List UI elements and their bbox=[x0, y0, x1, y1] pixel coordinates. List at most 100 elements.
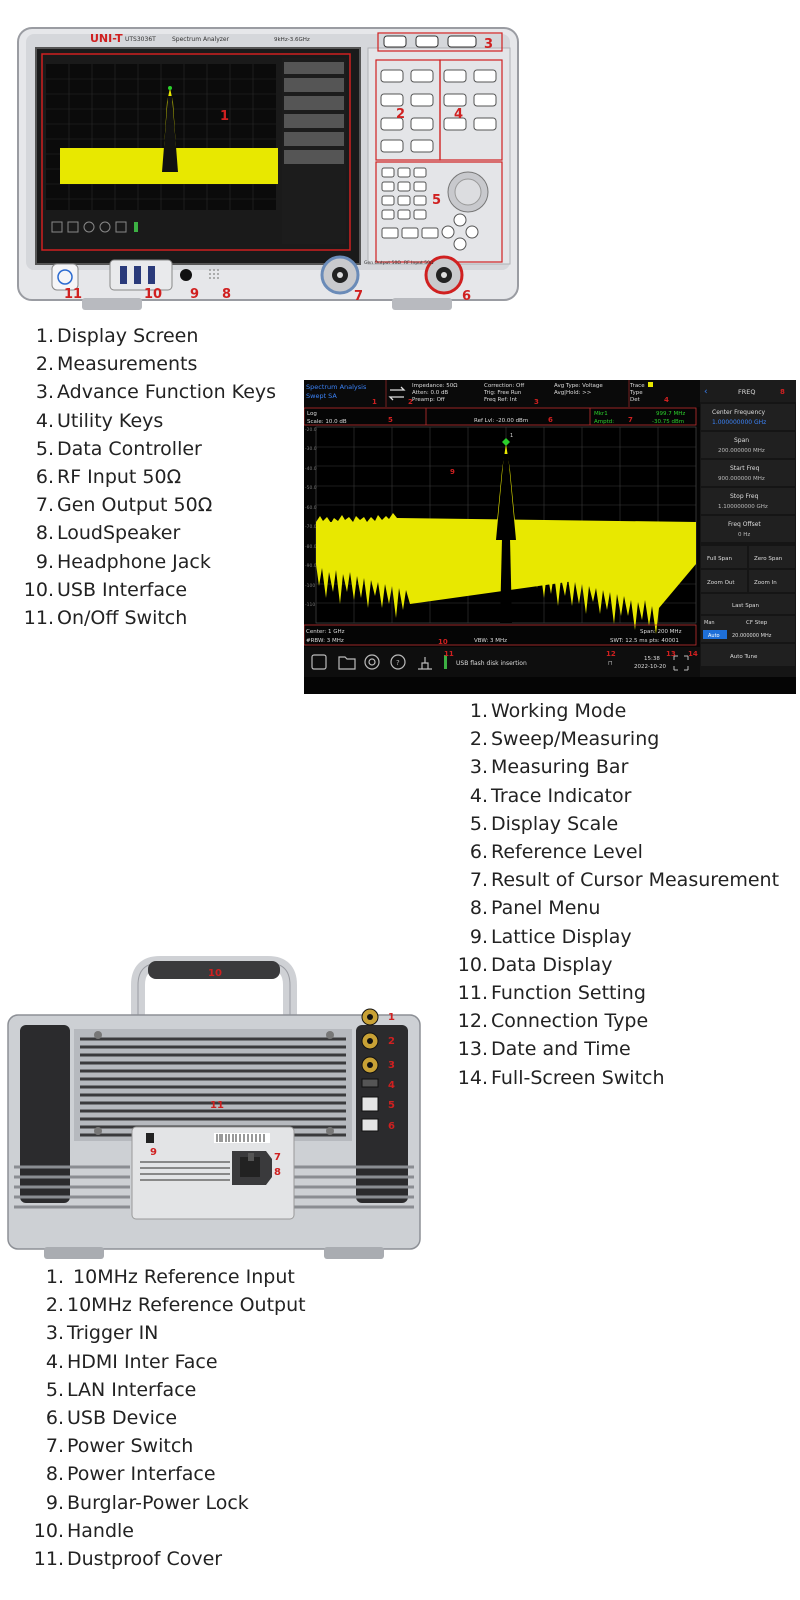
rf-input-label: RF Input 50Ω bbox=[404, 260, 434, 266]
zoom-out-button[interactable]: Zoom Out bbox=[707, 580, 735, 586]
rear-callouts: 1 2 3 4 5 6 7 8 9 10 11 bbox=[150, 968, 395, 1178]
auto-tune-label: Auto Tune bbox=[730, 654, 758, 660]
menu-item[interactable]: Stop Freq 1.100000000 GHz bbox=[701, 488, 795, 514]
avg-info: Avg|Hold: >> bbox=[554, 390, 592, 396]
legend-label: Connection Type bbox=[491, 1010, 649, 1033]
legend-label: Utility Keys bbox=[57, 409, 164, 432]
legend-label: Date and Time bbox=[491, 1038, 631, 1061]
front-callouts: 1 2 3 4 5 6 7 8 9 10 11 bbox=[64, 37, 493, 304]
front-callout: 7 bbox=[354, 289, 363, 304]
legend-number: 7. bbox=[35, 494, 54, 517]
legend-item: 2.10MHz Reference Output bbox=[20, 1291, 306, 1319]
legend-item: 11.On/Off Switch bbox=[16, 604, 276, 632]
gen-output-label: Gen Output 50Ω bbox=[364, 260, 401, 266]
menu-pair[interactable]: Zoom Out Zoom In bbox=[701, 570, 795, 592]
menu-item[interactable]: Center Frequency 1.000000000 GHz bbox=[701, 404, 795, 430]
legend-item: 9.Headphone Jack bbox=[16, 548, 276, 576]
legend-label: Function Setting bbox=[491, 982, 646, 1005]
legend-label: Reference Level bbox=[491, 841, 643, 864]
legend-label: Data Display bbox=[491, 953, 613, 976]
label-panel bbox=[131, 1126, 295, 1220]
legend-item: 11.Dustproof Cover bbox=[20, 1545, 306, 1573]
legend-item: 2.Sweep/Measuring bbox=[450, 725, 779, 753]
usb-status: USB flash disk insertion bbox=[456, 660, 527, 667]
svg-text:1: 1 bbox=[510, 433, 513, 439]
legend-label: Sweep/Measuring bbox=[491, 728, 660, 751]
trace-info: Trace bbox=[629, 383, 645, 389]
svg-text:-80.0: -80.0 bbox=[305, 544, 317, 550]
legend-label: Measurements bbox=[57, 353, 198, 376]
legend-label: RF Input 50Ω bbox=[57, 466, 182, 489]
legend-item: 1. 10MHz Reference Input bbox=[20, 1263, 306, 1291]
legend-label: HDMI Inter Face bbox=[67, 1350, 218, 1373]
front-callout: 11 bbox=[64, 287, 82, 302]
dustproof-cover bbox=[74, 1029, 352, 1141]
svg-text:-70.0: -70.0 bbox=[305, 524, 317, 530]
cf-step-man[interactable]: Man bbox=[704, 620, 715, 626]
legend-item: 9.Burglar-Power Lock bbox=[20, 1489, 306, 1517]
trace-info: Type bbox=[629, 390, 643, 396]
legend-item: 6.Reference Level bbox=[450, 838, 779, 866]
legend-item: 9.Lattice Display bbox=[450, 923, 779, 951]
legend-number: 11. bbox=[33, 1548, 64, 1571]
power-switch[interactable] bbox=[248, 1153, 254, 1161]
full-span-button[interactable]: Full Span bbox=[707, 556, 733, 562]
mode-title: Spectrum Analysis bbox=[306, 383, 367, 391]
legend-label: Burglar-Power Lock bbox=[67, 1491, 249, 1514]
settings-icon[interactable] bbox=[364, 654, 380, 670]
legend-number: 10. bbox=[33, 1519, 64, 1542]
rear-callout: 7 bbox=[274, 1152, 281, 1163]
legend-label: 10MHz Reference Input bbox=[67, 1266, 295, 1288]
legend-label: USB Interface bbox=[57, 578, 188, 601]
back-icon[interactable]: ‹ bbox=[704, 387, 708, 397]
screen-callout: 9 bbox=[450, 468, 455, 476]
front-callout: 5 bbox=[432, 193, 441, 208]
svg-text:-20.0: -20.0 bbox=[305, 427, 317, 433]
legend-label: Data Controller bbox=[57, 437, 202, 460]
front-bottom-strip: Gen Output 50Ω RF Input 50Ω bbox=[51, 255, 464, 295]
legend-label: Lattice Display bbox=[491, 925, 632, 948]
menu-item[interactable]: Span 200.000000 MHz bbox=[701, 432, 795, 458]
cf-step-control[interactable]: Man Auto CF Step 20.000000 MHz bbox=[701, 616, 795, 642]
legend-label: On/Off Switch bbox=[57, 607, 188, 630]
front-panel-illustration: UNI-T UTS3036T Spectrum Analyzer 9kHz-3.… bbox=[17, 27, 519, 310]
menu-pair[interactable]: Full Span Zero Span bbox=[701, 546, 795, 568]
legend-number: 1. bbox=[45, 1266, 64, 1288]
menu-item[interactable]: Start Freq 900.000000 MHz bbox=[701, 460, 795, 486]
menu-item[interactable]: Freq Offset 0 Hz bbox=[701, 516, 795, 542]
rear-panel-illustration: 1 2 3 4 5 6 7 8 9 10 11 bbox=[7, 956, 421, 1259]
screenshot-icon[interactable] bbox=[311, 654, 327, 670]
legend-number: 1. bbox=[35, 325, 54, 347]
legend-label: 10MHz Reference Output bbox=[67, 1294, 306, 1317]
legend-number: 8. bbox=[469, 897, 488, 920]
cf-step-value: 20.000000 MHz bbox=[732, 633, 772, 639]
legend-label: Power Switch bbox=[67, 1435, 194, 1458]
menu-title: FREQ bbox=[738, 388, 755, 396]
rear-callout: 10 bbox=[208, 968, 222, 979]
legend-label: Advance Function Keys bbox=[57, 381, 277, 404]
reset-icon[interactable] bbox=[418, 657, 432, 670]
svg-text:-50.0: -50.0 bbox=[305, 485, 317, 491]
screen-callouts: 1 2 3 4 5 6 7 8 9 10 11 12 13 14 bbox=[372, 388, 785, 658]
zero-span-button[interactable]: Zero Span bbox=[754, 556, 783, 562]
front-display bbox=[35, 47, 361, 265]
svg-text:-110: -110 bbox=[305, 602, 315, 608]
legend-label: Power Interface bbox=[67, 1463, 216, 1486]
last-span-button[interactable]: Last Span bbox=[701, 594, 795, 614]
fullscreen-icon[interactable] bbox=[673, 655, 689, 671]
legend-item: 10.Data Display bbox=[450, 951, 779, 979]
folder-icon[interactable] bbox=[338, 656, 356, 670]
front-callout: 6 bbox=[462, 289, 471, 304]
marker-amp: -30.75 dBm bbox=[652, 419, 684, 425]
legend-number: 3. bbox=[35, 381, 54, 404]
legend-number: 2. bbox=[45, 1294, 64, 1317]
svg-text:-60.0: -60.0 bbox=[305, 505, 317, 511]
auto-tune-button[interactable]: Auto Tune bbox=[701, 644, 795, 666]
zoom-in-button[interactable]: Zoom In bbox=[754, 580, 777, 586]
rear-callout: 8 bbox=[274, 1167, 281, 1178]
help-icon[interactable] bbox=[390, 654, 406, 670]
legend-item: 10.USB Interface bbox=[16, 576, 276, 604]
cf-step-auto[interactable]: Auto bbox=[708, 633, 720, 639]
legend-label: Trigger IN bbox=[67, 1322, 159, 1345]
